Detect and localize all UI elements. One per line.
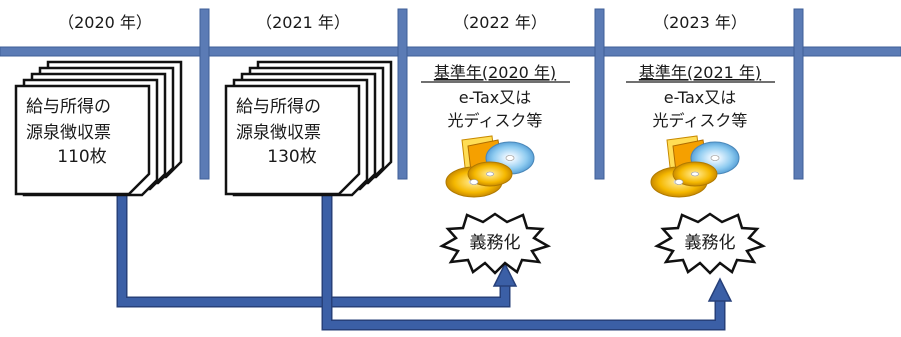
arrow-head: [492, 262, 518, 287]
timeline-axis: [0, 8, 901, 180]
arrow-2020-to-2022: [116, 176, 518, 308]
year-labels: （2020 年） （2021 年） （2022 年） （2023 年）: [58, 13, 747, 32]
axis-divider: [397, 8, 408, 180]
year-label-2020: （2020 年）: [58, 13, 152, 32]
document-text-line: 源泉徴収票: [26, 123, 111, 143]
cd-disc-icon: [445, 135, 535, 198]
requirement-method-line: 光ディスク等: [448, 111, 543, 130]
mandatory-label: 義務化: [685, 233, 736, 253]
document-front-sheet: [224, 84, 361, 196]
document-count: 110枚: [57, 147, 106, 167]
requirement-method-line: e-Tax又は: [664, 88, 737, 107]
mandatory-burst: 義務化: [438, 212, 552, 275]
cd-disc-icon: [650, 135, 740, 198]
base-year-label: 基準年(2020 年): [434, 63, 556, 82]
mandatory-label: 義務化: [470, 233, 521, 253]
document-text-line: 給与所得の: [26, 97, 111, 117]
document-text-line: 源泉徴収票: [236, 123, 321, 143]
document-front-sheet: [14, 84, 151, 196]
requirement-block-2022: 基準年(2020 年) e-Tax又は 光ディスク等 義務化: [421, 63, 570, 275]
document-stack-2021: 給与所得の 源泉徴収票 130枚: [224, 60, 393, 197]
arrow-2021-to-2023: [321, 176, 733, 331]
document-stack-2020: 給与所得の 源泉徴収票 110枚: [14, 60, 183, 197]
year-label-2023: （2023 年）: [653, 13, 747, 32]
document-text-line: 給与所得の: [236, 97, 321, 117]
year-label-2022: （2022 年）: [453, 13, 547, 32]
arrow-head: [707, 277, 733, 302]
axis-divider: [199, 8, 210, 180]
base-year-label: 基準年(2021 年): [639, 63, 761, 82]
axis-bar: [0, 46, 901, 57]
year-label-2021: （2021 年）: [256, 13, 350, 32]
requirement-method-line: 光ディスク等: [653, 111, 748, 130]
axis-divider: [594, 8, 605, 180]
document-count: 130枚: [267, 147, 316, 167]
axis-divider: [793, 8, 804, 180]
mandatory-burst: 義務化: [653, 212, 767, 275]
requirement-method-line: e-Tax又は: [459, 88, 532, 107]
requirement-block-2023: 基準年(2021 年) e-Tax又は 光ディスク等 義務化: [626, 63, 775, 275]
